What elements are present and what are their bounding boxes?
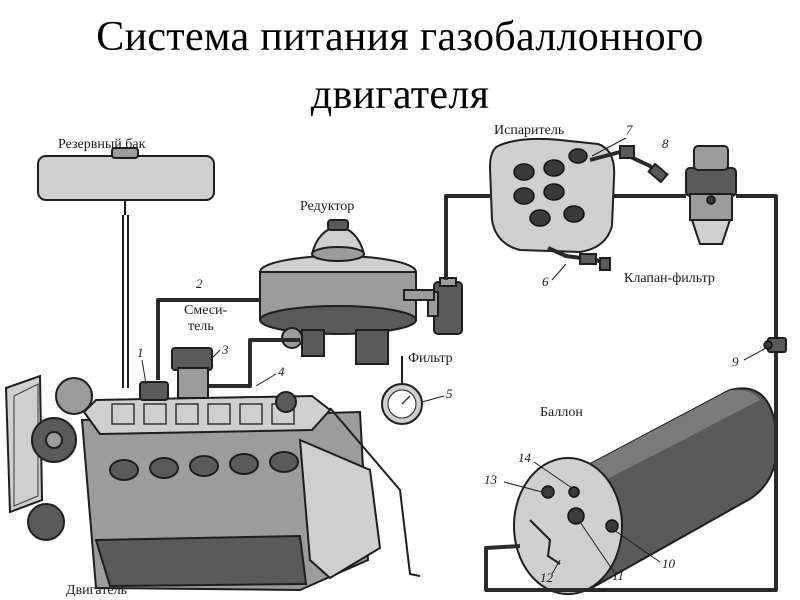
reserve-tank: [37, 147, 215, 388]
evaporator-drain-6: [547, 246, 611, 271]
label-reserve-tank: Резервный бак: [58, 137, 146, 152]
label-mixer-line1: Смеси-: [184, 303, 227, 318]
callout-7: 7: [626, 122, 633, 137]
callout-8: 8: [662, 136, 669, 151]
evaporator: [488, 137, 616, 254]
callout-9: 9: [732, 354, 739, 369]
title-line-1: Система питания газобаллонного: [96, 14, 704, 60]
evaporator-valve-8: [589, 145, 669, 184]
callout-3: 3: [221, 342, 229, 357]
valve-filter-unit: [685, 145, 737, 245]
label-cylinder: Баллон: [540, 405, 583, 420]
callout-13: 13: [484, 472, 498, 487]
callout-2: 2: [196, 276, 203, 291]
callout-6: 6: [542, 274, 549, 289]
shutoff-valve-9: [763, 337, 787, 353]
callout-5: 5: [446, 386, 453, 401]
label-evaporator: Испаритель: [494, 123, 564, 138]
gas-filter: [427, 277, 463, 335]
callout-1: 1: [137, 345, 144, 360]
label-reducer: Редуктор: [300, 199, 354, 214]
label-valve-filter: Клапан-фильтр: [624, 271, 715, 286]
label-mixer-line2: тель: [188, 319, 214, 334]
label-filter: Фильтр: [408, 351, 453, 366]
label-engine: Двигатель: [66, 583, 127, 598]
callout-12: 12: [540, 570, 554, 585]
reducer: [259, 219, 435, 365]
callout-11: 11: [612, 568, 624, 583]
slide-title: Система питания газобаллонного двигателя: [0, 8, 800, 124]
pressure-gauge-5: [381, 356, 423, 425]
engine: [4, 347, 421, 592]
callout-10: 10: [662, 556, 676, 571]
callout-4: 4: [278, 364, 285, 379]
callout-14: 14: [518, 450, 532, 465]
title-line-2: двигателя: [310, 72, 490, 118]
gas-pipelines: [156, 194, 778, 592]
